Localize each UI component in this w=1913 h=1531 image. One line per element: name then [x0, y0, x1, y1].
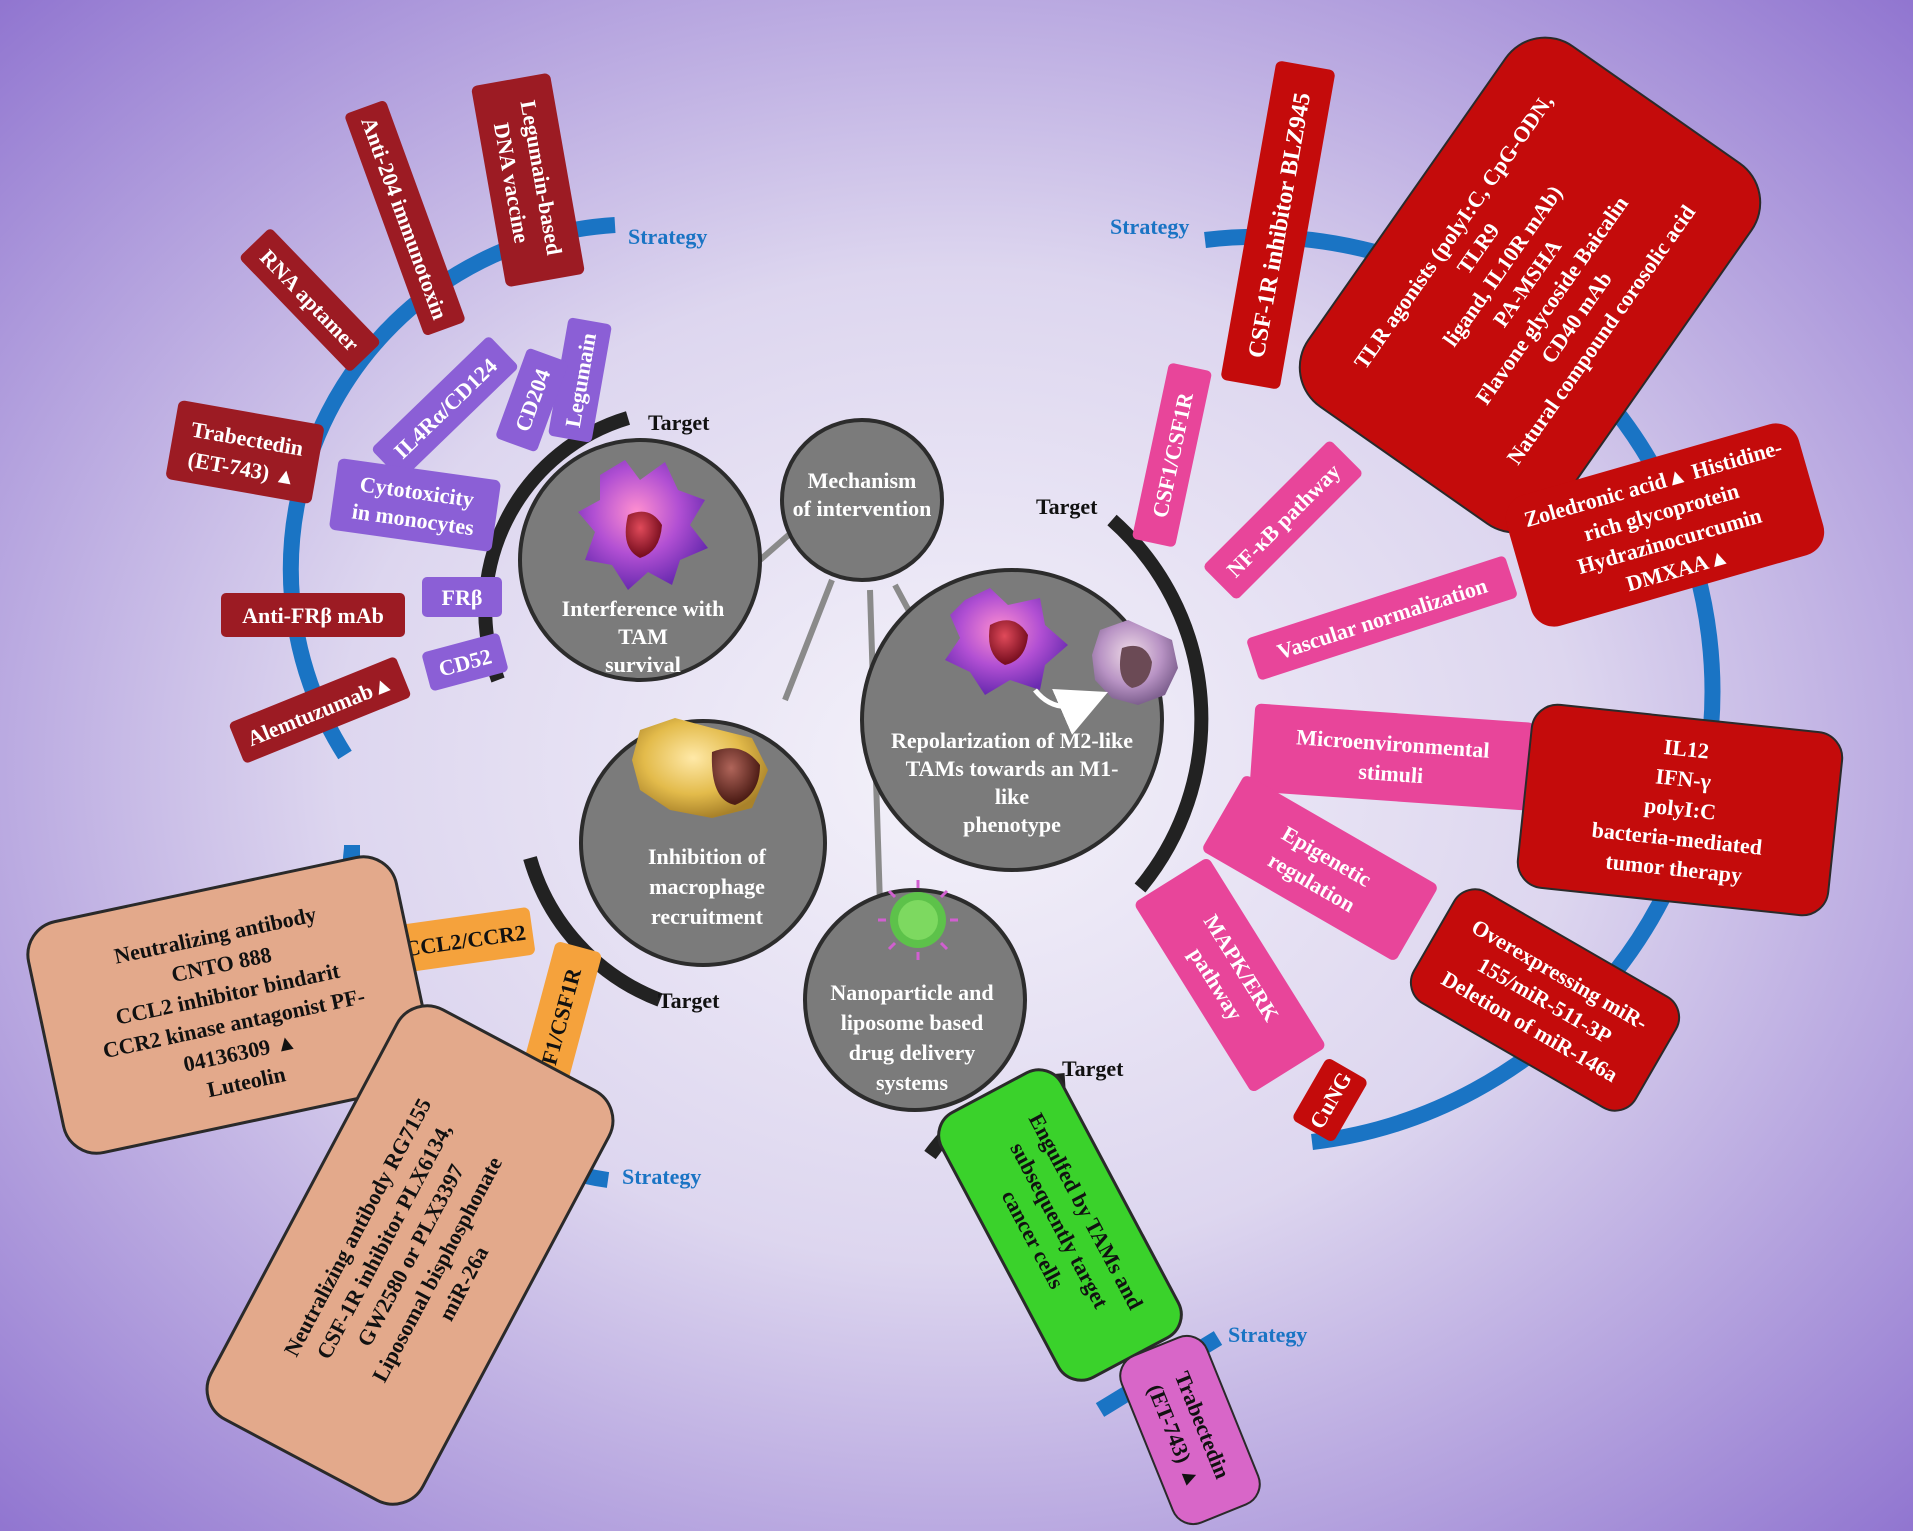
- target-ccl2-ccr2: [395, 907, 535, 973]
- strategy-label-recruitment: Strategy: [622, 1164, 701, 1189]
- strategy-trabectedin-nano: [1119, 1334, 1261, 1526]
- target-vascular-normalization: [1247, 556, 1517, 680]
- target-nfkb-pathway: [1204, 441, 1362, 599]
- strategy-label-survival: Strategy: [628, 224, 707, 249]
- recruitment-macrophage-image: [632, 718, 768, 818]
- strategy-alemtuzumab: [229, 657, 411, 763]
- nanoparticle-icon: [878, 880, 958, 960]
- repolarization-arrow-icon: [1033, 688, 1108, 735]
- target-label-repolarization: Target: [1036, 494, 1098, 519]
- strategy-trabectedin: [166, 400, 324, 504]
- target-microenvironmental-stimuli: [1249, 703, 1535, 811]
- target-arc-recruitment: [523, 856, 663, 1007]
- target-label-nanoparticle: Target: [1062, 1056, 1124, 1081]
- target-mapk-erk-pathway: [1135, 858, 1325, 1092]
- mechanism-circle: [780, 418, 944, 582]
- strategy-ccl2-antagonists: [26, 855, 434, 1155]
- m1-macrophage-image: [1092, 620, 1178, 705]
- target-legumain: [548, 317, 612, 443]
- target-epigenetic-regulation: [1203, 776, 1437, 960]
- nanoparticle-circle: [803, 888, 1027, 1112]
- strategy-anti-204-immunotoxin: [345, 101, 465, 335]
- strategy-blz945: [1221, 61, 1335, 389]
- target-label-survival: Target: [648, 410, 710, 435]
- target-label-recruitment: Target: [658, 988, 720, 1013]
- target-cd52: [422, 633, 508, 691]
- target-cytotoxicity-monocytes: [329, 458, 501, 552]
- strategy-il12-ifn: [1516, 703, 1844, 917]
- strategy-label-repolarization: Strategy: [1110, 214, 1189, 239]
- target-frb: [422, 577, 502, 617]
- repolarization-circle: [860, 568, 1164, 872]
- target-csf1-csf1r-repolarization: [1132, 363, 1212, 547]
- m2-macrophage-image: [945, 588, 1068, 695]
- target-frb-text: FRβ: [442, 585, 483, 610]
- strategy-cung: [1293, 1059, 1367, 1141]
- target-cd204: [496, 348, 568, 452]
- survival-macrophage-image: [578, 460, 708, 590]
- strategy-mir155: [1409, 888, 1681, 1112]
- strategy-csf1r-inhibitors: [205, 1004, 615, 1506]
- strategy-anti-frb-mab: [221, 593, 405, 637]
- strategy-rna-aptamer: [240, 229, 380, 371]
- strategy-label-nanoparticle: Strategy: [1228, 1322, 1307, 1347]
- target-il4ra-cd124: [372, 337, 518, 479]
- strategy-tlr-agonists: [1298, 36, 1762, 534]
- strategy-zoledronic-acid: [1505, 423, 1825, 627]
- strategy-legumain-vaccine: [471, 73, 585, 287]
- strategy-anti-frb-text: Anti-FRβ mAb: [242, 603, 384, 628]
- target-arc-repolarization: [1107, 514, 1209, 893]
